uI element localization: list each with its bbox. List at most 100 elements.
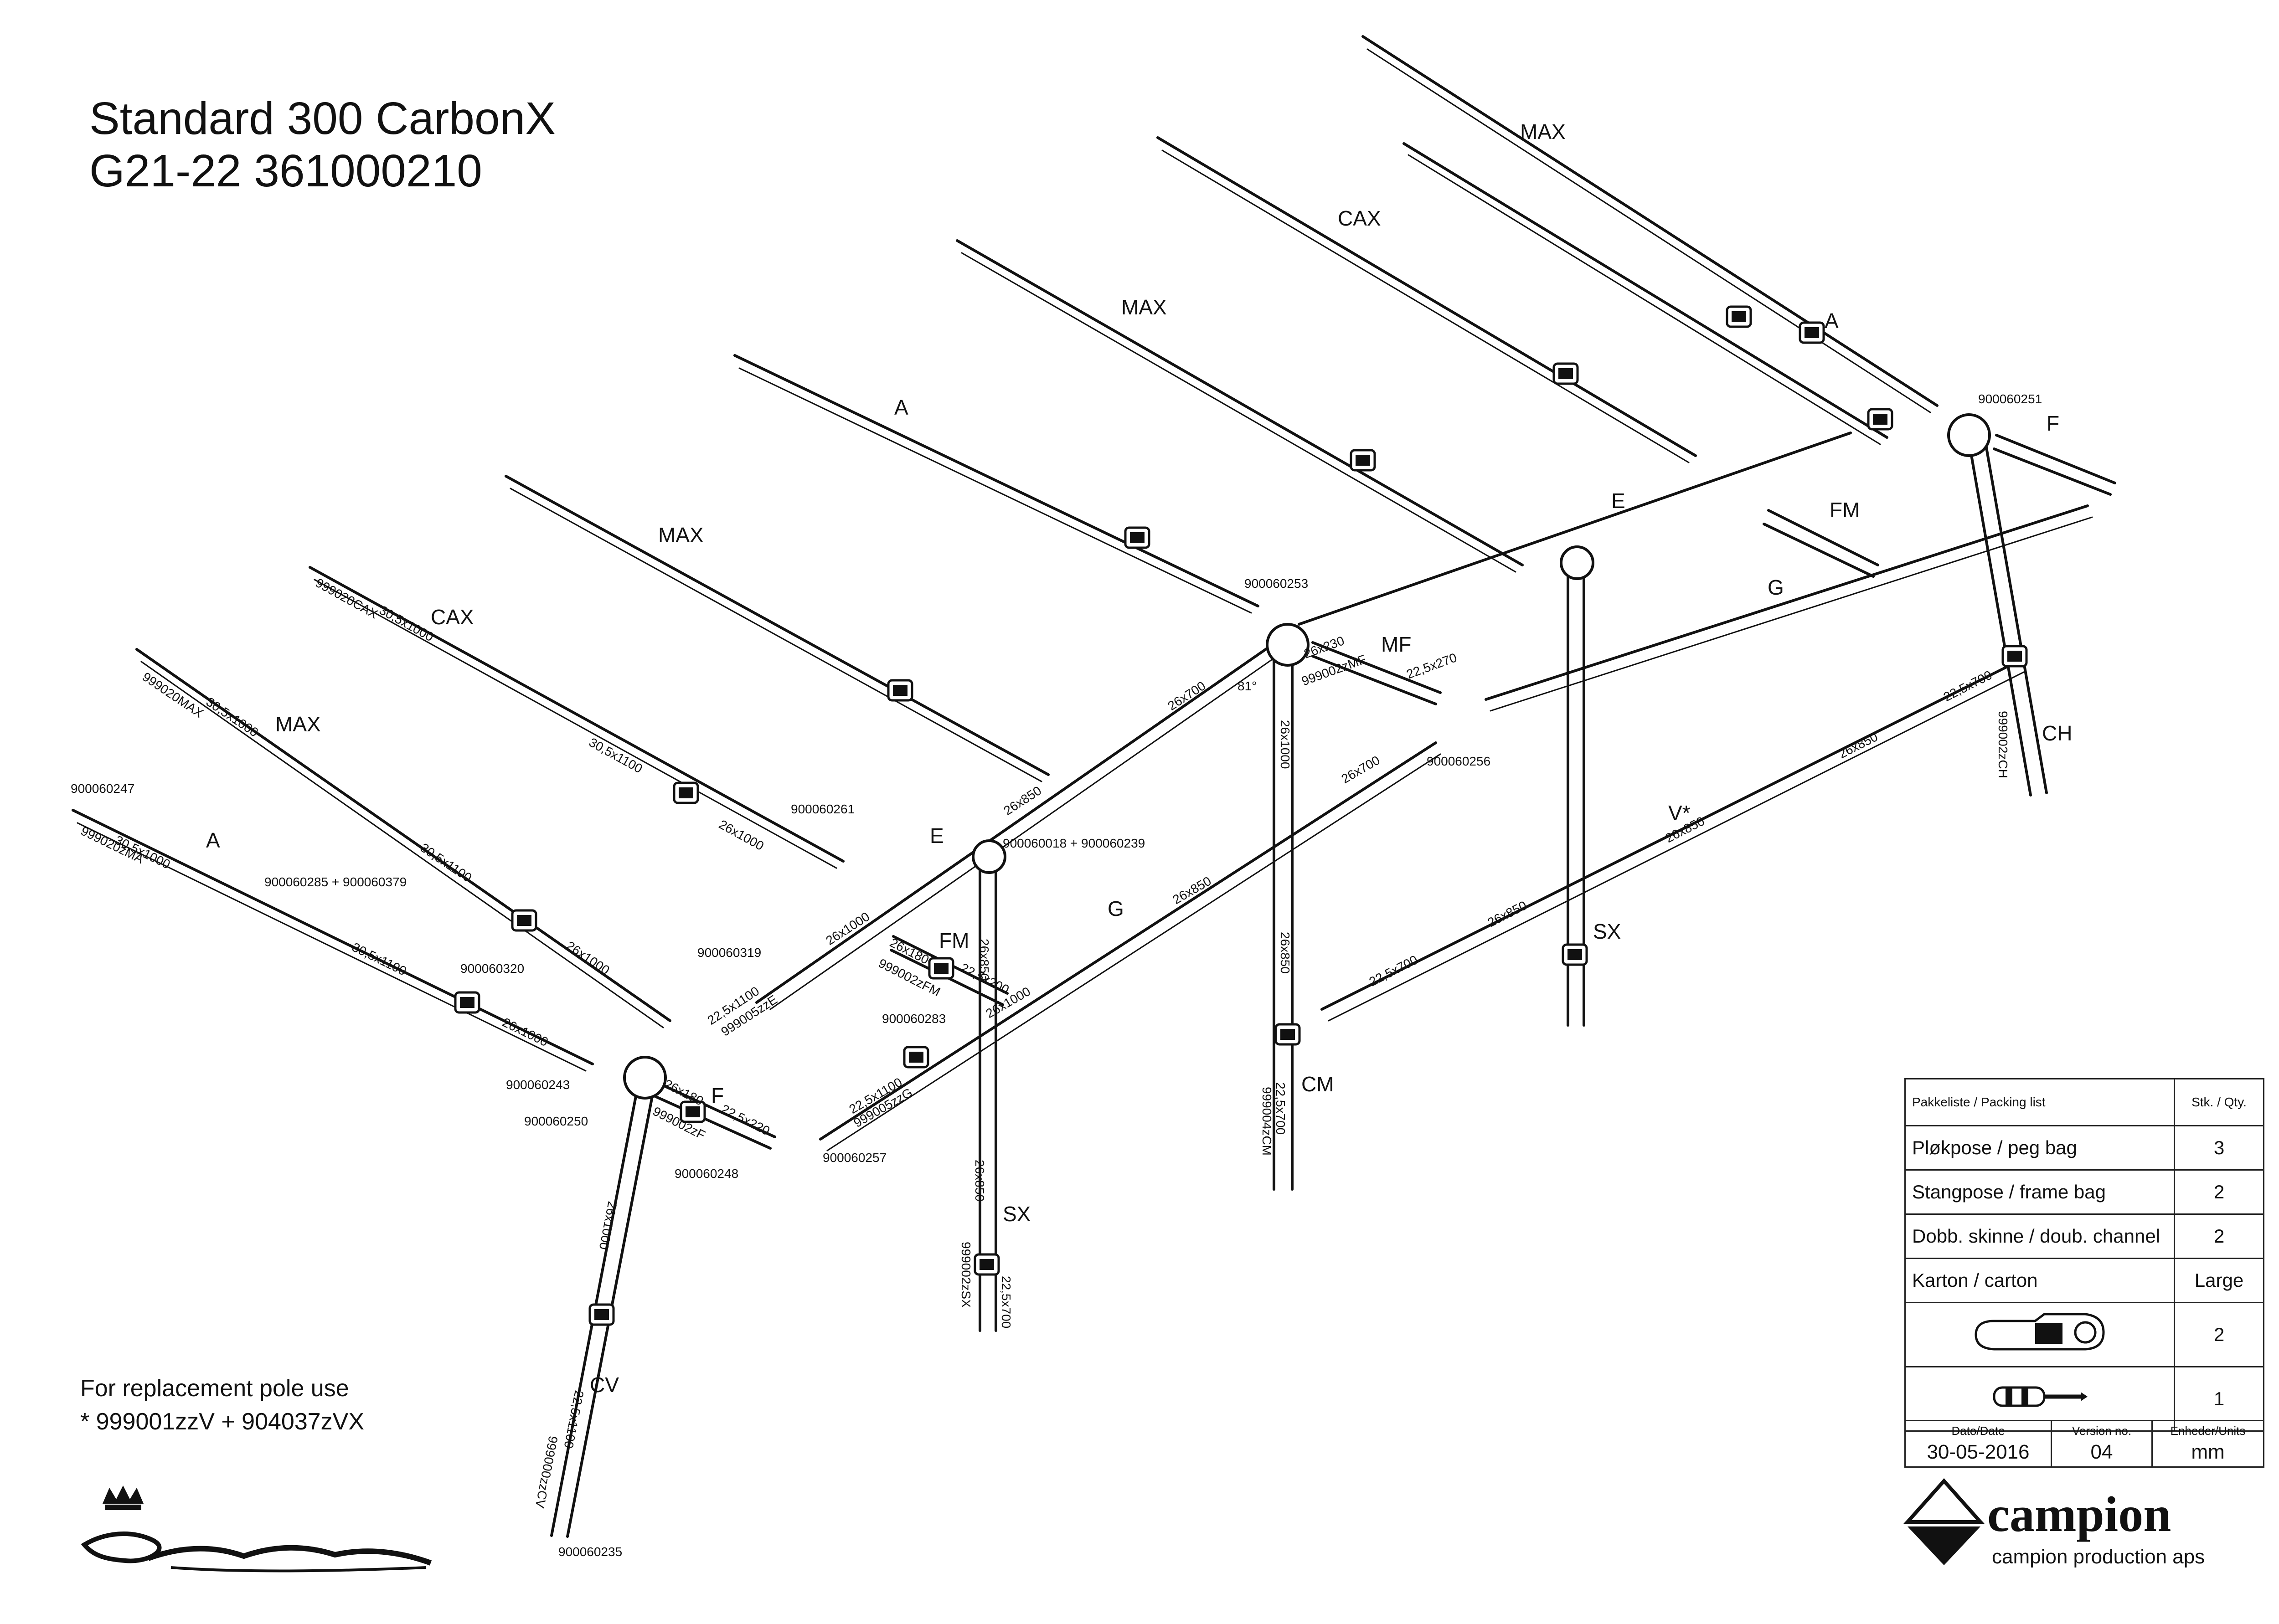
pole-label-sx-mid: SX <box>1003 1202 1031 1226</box>
pole-e <box>755 432 1852 1010</box>
dimension-label: 30,5x1000 <box>377 603 436 644</box>
pole-label-cm: CM <box>1301 1072 1334 1096</box>
pole-label-cax-top: CAX <box>1338 206 1381 230</box>
pole-label-fm-right: FM <box>1830 498 1860 522</box>
pole-clamp-icon <box>1975 1313 2105 1351</box>
dimension-label: 22,5x1100 <box>562 1389 587 1449</box>
packing-list-row: Dobb. skinne / doub. channel 2 <box>1904 1213 2264 1259</box>
dimension-label: 999000zzCV <box>532 1435 560 1510</box>
meta-version-cell: Version no. 04 <box>2051 1420 2153 1468</box>
part-numbers: 900060247 900060285 + 900060379 90006032… <box>71 392 2042 1559</box>
pole-g-right <box>1485 504 2093 712</box>
packing-list-row: Pløkpose / peg bag 3 <box>1904 1125 2264 1171</box>
packing-item-qty: Large <box>2174 1258 2264 1303</box>
dimension-label: 26x230 <box>1302 633 1346 661</box>
dimension-label: 30,5x1100 <box>587 735 645 776</box>
dimension-label: 26x850 <box>973 1160 987 1202</box>
packing-item-qty: 3 <box>2174 1125 2264 1171</box>
part-number: 900060319 <box>697 946 761 960</box>
dimension-label: 22,5x700 <box>1941 668 1995 704</box>
pole-mf <box>1311 641 1442 705</box>
pole-label-fm-mid: FM <box>939 929 969 952</box>
leg-cm <box>1273 655 1294 1191</box>
pole-label-a-mid: A <box>894 396 908 419</box>
part-number: 900060283 <box>882 1012 946 1026</box>
pole-label-e-mid: E <box>930 824 944 848</box>
meta-units-value: mm <box>2191 1441 2225 1463</box>
connector-hubs <box>623 413 1991 1100</box>
packing-item-qty: 2 <box>2174 1302 2264 1367</box>
part-number: 900060250 <box>524 1114 588 1128</box>
part-number: 900060247 <box>71 781 134 796</box>
packing-list-qty-header: Stk. / Qty. <box>2174 1078 2264 1126</box>
dimension-label: 26x1000 <box>717 817 766 853</box>
part-number: 900060243 <box>506 1078 570 1092</box>
campion-subtitle: campion production aps <box>1992 1546 2205 1568</box>
pole-lines <box>72 35 2116 1538</box>
pole-max-2 <box>956 239 1524 573</box>
drawing-model-number: G21-22 361000210 <box>89 145 482 196</box>
meta-version-value: 04 <box>2090 1441 2113 1463</box>
meta-date-cell: Dato/Date 30-05-2016 <box>1904 1420 2052 1468</box>
dimension-label: 22,5x700 <box>999 1276 1013 1328</box>
dimension-label: 22,5x270 <box>1404 650 1459 682</box>
dimension-label: 999004zCM <box>1260 1087 1274 1156</box>
part-number: 900060257 <box>823 1151 887 1165</box>
pole-label-max-3: MAX <box>658 523 704 547</box>
part-number: 900060256 <box>1427 754 1490 768</box>
dimension-label: 26x850 <box>977 939 991 981</box>
pole-label-sx-right: SX <box>1593 920 1621 943</box>
leg-sx-mid <box>979 855 997 1332</box>
screwdriver-icon <box>1993 1386 2088 1407</box>
dimension-label: 999002zSX <box>959 1242 973 1308</box>
pole-max-3 <box>505 475 1050 782</box>
packing-list-header: Pakkeliste / Packing list <box>1904 1078 2175 1126</box>
packing-item-label: Karton / carton <box>1904 1258 2175 1303</box>
meta-date-value: 30-05-2016 <box>1927 1441 2030 1463</box>
dimension-label: 22,5x220 <box>719 1102 772 1138</box>
dimension-label: 26x1000 <box>564 938 612 977</box>
pole-label-a-top: A <box>1825 309 1839 333</box>
packing-item-image <box>1904 1302 2175 1367</box>
pole-label-max-top: MAX <box>1520 120 1566 144</box>
meta-date-label: Dato/Date <box>1951 1424 2005 1438</box>
packing-list-table: Pakkeliste / Packing list Stk. / Qty. Pl… <box>1904 1078 2264 1432</box>
pole-labels: MAX CAX MAX A A MAX CAX MAX A E E FM F G… <box>206 120 2072 1397</box>
dimension-label: 26x1000 <box>1278 720 1292 769</box>
pole-label-g-right: G <box>1768 576 1784 599</box>
pole-a-top <box>733 354 1259 614</box>
dimension-label: 22,5x700 <box>1367 952 1420 989</box>
pole-label-mf: MF <box>1381 632 1411 656</box>
pole-label-max-2: MAX <box>1121 295 1167 319</box>
drawing-meta-table: Dato/Date 30-05-2016 Version no. 04 Enhe… <box>1904 1420 2264 1468</box>
pole-cax-left <box>309 566 845 869</box>
packing-list-header-row: Pakkeliste / Packing list Stk. / Qty. <box>1904 1078 2264 1126</box>
pole-max-top-2 <box>1402 142 1888 445</box>
pole-max-left <box>135 648 671 1028</box>
pole-f-left <box>653 1081 776 1150</box>
pole-label-v: V* <box>1668 801 1691 825</box>
pole-label-e-right: E <box>1611 489 1625 513</box>
campion-wordmark: campion <box>1987 1486 2171 1542</box>
dimension-label: 26x850 <box>1836 730 1880 761</box>
part-number: 900060235 <box>558 1545 622 1559</box>
meta-version-label: Version no. <box>2072 1424 2132 1438</box>
drawing-title: Standard 300 CarbonX <box>89 93 556 144</box>
pole-fm-right <box>1763 509 1879 578</box>
packing-item-label: Pløkpose / peg bag <box>1904 1125 2175 1171</box>
packing-item-qty: 2 <box>2174 1169 2264 1215</box>
packing-list-row: 2 <box>1904 1302 2264 1367</box>
leg-ch <box>1968 438 2048 797</box>
part-number: 900060285 + 900060379 <box>264 875 407 889</box>
pole-label-g-mid: G <box>1108 897 1124 920</box>
campion-logo-mark <box>1903 1478 1985 1565</box>
pole-label-ch: CH <box>2042 721 2072 745</box>
pole-max-top-1 <box>1361 35 1939 413</box>
part-number: 900060253 <box>1244 576 1308 591</box>
dimension-label: 30,5x1100 <box>418 840 474 885</box>
dimension-label: 999020CAX <box>313 576 380 621</box>
pole-f-right <box>1993 434 2116 496</box>
dimension-label: 30,5x1000 <box>204 694 261 740</box>
dimension-labels: 30,5x1000 999020CAX 30,5x1100 26x1000 99… <box>78 576 2010 1509</box>
